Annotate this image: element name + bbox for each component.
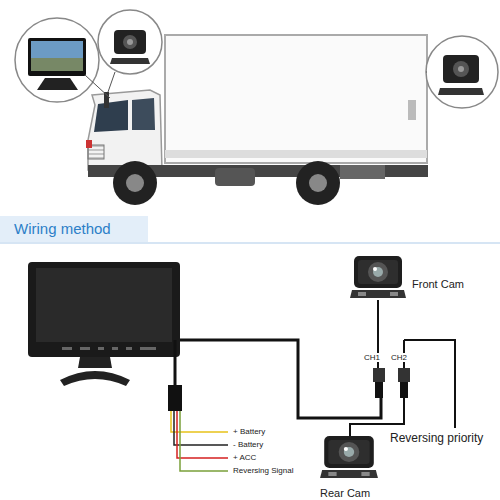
channel-label: CH1 xyxy=(363,353,381,362)
wire-label: - Battery xyxy=(232,440,264,449)
note-label: Reversing priority xyxy=(389,431,484,445)
camera-node: Rear Cam xyxy=(318,432,380,484)
camera-label: Rear Cam xyxy=(320,487,370,499)
channel-label: CH2 xyxy=(390,353,408,362)
camera-label: Front Cam xyxy=(412,278,464,290)
camera-node: Front Cam xyxy=(348,252,408,304)
wire-label: Reversing Signal xyxy=(232,466,294,475)
wire-label: + Battery xyxy=(232,427,266,436)
camera-icon xyxy=(348,252,408,304)
camera-icon xyxy=(318,432,380,484)
wire-label: + ACC xyxy=(232,453,257,462)
section-title: Wiring method xyxy=(14,220,111,237)
